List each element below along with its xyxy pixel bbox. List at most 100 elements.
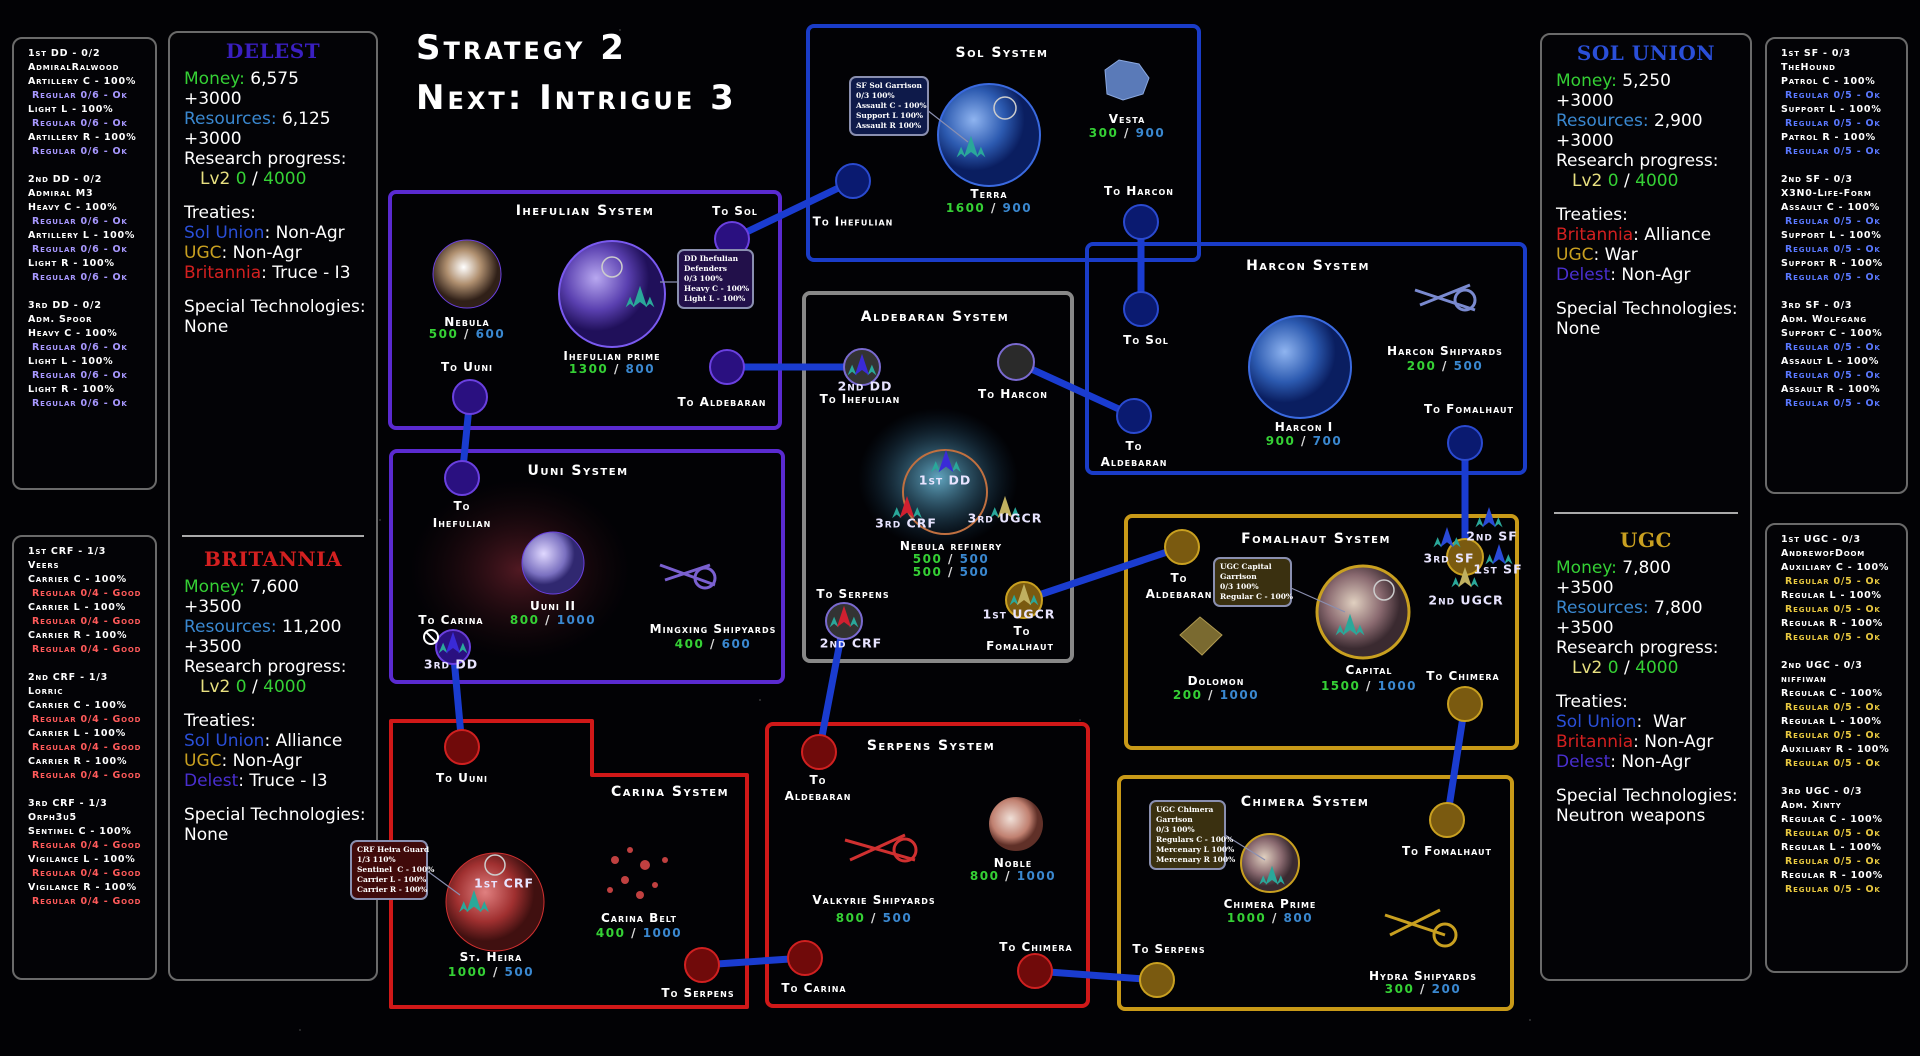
tooltip-line: Light L - 100% <box>684 294 746 303</box>
resource-yield: 500 <box>1453 359 1484 373</box>
jump-node-harcon-to-aldebaran[interactable] <box>1116 398 1152 434</box>
jump-node-serpens-to-carina[interactable] <box>787 940 823 976</box>
jump-node-ihefulian-to-aldebaran[interactable] <box>709 349 745 385</box>
ship-name: Assault R - 100% <box>1781 384 1881 395</box>
fleet-label-2nd-ugcr[interactable]: 2nd UGCR <box>1428 592 1504 608</box>
fomalhaut-to-aldebaran-label-2[interactable]: Aldebaran <box>1145 587 1213 601</box>
carina-to-uuni-label[interactable]: To Uuni <box>435 771 489 785</box>
fleet-label-3rd-crf[interactable]: 3rd CRF <box>875 515 937 531</box>
carina-to-serpens-label[interactable]: To Serpens <box>661 986 735 1000</box>
treaties-label: Treaties: <box>184 203 256 223</box>
jump-node-chimera-to-serpens[interactable] <box>1139 962 1175 998</box>
ihefulian-to-uuni-label[interactable]: To Uuni <box>440 360 494 374</box>
aldebaran-to-fomalhaut-label-2[interactable]: Fomalhaut <box>986 639 1054 653</box>
serpens-to-aldebaran-label-2[interactable]: Aldebaran <box>784 789 852 803</box>
money-yield: 1600 <box>945 201 986 215</box>
tooltip-line: Mercenary L 100% <box>1156 845 1235 854</box>
research-level: Lv2 <box>200 677 231 697</box>
serpens-to-chimera-label[interactable]: To Chimera <box>999 940 1073 954</box>
jump-node-harcon-to-fomalhaut[interactable] <box>1447 425 1483 461</box>
hydra-shipyards-icon[interactable] <box>1384 908 1458 948</box>
jump-node-sol-to-ihefulian[interactable] <box>835 163 871 199</box>
fleet-label-1st-crf[interactable]: 1st CRF <box>473 875 535 891</box>
planet-terra[interactable] <box>937 83 1041 187</box>
planet-chimera-prime[interactable] <box>1240 833 1300 893</box>
fomalhaut-to-chimera-label[interactable]: To Chimera <box>1426 669 1500 683</box>
planet-uuni-ii[interactable] <box>521 531 585 595</box>
uuni-to-ihefulian-label-2[interactable]: Ihefulian <box>432 516 492 530</box>
jump-node-carina-to-serpens[interactable] <box>684 947 720 983</box>
jump-node-sol-to-harcon[interactable] <box>1123 204 1159 240</box>
ship-status: Regular 0/4 - Good <box>32 714 142 725</box>
asteroid-dolomon[interactable] <box>1179 616 1223 656</box>
jump-node-ihefulian-to-uuni[interactable] <box>452 379 488 415</box>
asteroid-carina-belt[interactable] <box>607 847 668 899</box>
uuni-to-carina-label[interactable]: To Carina <box>418 613 484 627</box>
planet-st-heira[interactable] <box>445 852 545 952</box>
fleet-label-3rd-sf[interactable]: 3rd SF <box>1423 550 1475 566</box>
fleet-admiral: Orph3u5 <box>28 812 77 823</box>
planet-capital[interactable] <box>1315 564 1411 660</box>
jump-node-carina-to-uuni[interactable] <box>444 729 480 765</box>
tooltip-line: UGC Chimera <box>1156 805 1214 814</box>
fleet-label-3rd-dd[interactable]: 3rd DD <box>423 656 479 672</box>
jump-node-fomalhaut-to-chimera[interactable] <box>1447 686 1483 722</box>
sol-to-ihefulian-label[interactable]: To Ihefulian <box>812 214 894 229</box>
jump-node-aldebaran-to-harcon[interactable] <box>997 343 1035 381</box>
aldebaran-to-fomalhaut-label-1[interactable]: To <box>1013 624 1031 638</box>
special-tech-value: None <box>184 317 229 337</box>
fomalhaut-to-aldebaran-label-1[interactable]: To <box>1170 571 1188 585</box>
harcon-to-fomalhaut-label[interactable]: To Fomalhaut <box>1423 402 1515 416</box>
chimera-to-serpens-label[interactable]: To Serpens <box>1132 942 1206 956</box>
ihefulian-to-aldebaran-label[interactable]: To Aldebaran <box>677 395 767 409</box>
serpens-to-carina-label[interactable]: To Carina <box>781 981 847 995</box>
money-value: 5,250 <box>1622 71 1671 91</box>
planet-ihefulian-prime[interactable] <box>558 240 666 348</box>
treaty-status: : Alliance <box>1633 225 1712 245</box>
tooltip-connector <box>425 869 461 896</box>
planet-harcon-i[interactable] <box>1248 315 1352 419</box>
ship-status: Regular 0/5 - Ok <box>1785 370 1881 381</box>
aldebaran-to-harcon-label[interactable]: To Harcon <box>978 387 1048 401</box>
fleet-label-1st-dd[interactable]: 1st DD <box>918 472 972 488</box>
fleet-icon-2nd-sf[interactable] <box>1475 506 1503 528</box>
harcon-to-sol-label[interactable]: To Sol <box>1123 333 1169 347</box>
fleet-label-3rd-ugcr[interactable]: 3rd UGCR <box>967 510 1043 526</box>
planet-noble[interactable] <box>989 797 1043 851</box>
fleet-label-2nd-dd[interactable]: 2nd DD <box>837 378 893 394</box>
uuni-to-ihefulian-label-1[interactable]: To <box>453 499 471 513</box>
fleet-label-2nd-sf[interactable]: 2nd SF <box>1466 528 1518 544</box>
aldebaran-to-serpens-label[interactable]: To Serpens <box>816 587 890 601</box>
fleet-label-1st-ugcr[interactable]: 1st UGCR <box>982 606 1056 622</box>
aldebaran-to-ihefulian-label[interactable]: To Ihefulian <box>819 392 901 406</box>
harcon-shipyards-icon[interactable] <box>1414 283 1477 312</box>
jump-node-serpens-to-aldebaran[interactable] <box>801 734 837 770</box>
treaty-faction: UGC <box>184 243 222 263</box>
planet-nebula[interactable] <box>432 239 502 309</box>
nebula-values: 500 / 600 <box>429 327 505 341</box>
resources-row: Resources: 6,125 <box>184 109 376 129</box>
jump-node-serpens-to-chimera[interactable] <box>1017 953 1053 989</box>
jump-node-fomalhaut-to-aldebaran[interactable] <box>1164 529 1200 565</box>
fleet-label-2nd-crf[interactable]: 2nd CRF <box>819 635 883 651</box>
ihefulian-to-sol-label[interactable]: To Sol <box>712 204 758 218</box>
treaty-status: : Truce - I3 <box>238 771 328 791</box>
mingxing-shipyards-icon[interactable] <box>659 563 717 590</box>
ship-status: Regular 0/5 - Ok <box>1785 856 1881 867</box>
chimera-system <box>1117 775 1514 1011</box>
fleet-label-1st-sf[interactable]: 1st SF <box>1473 561 1523 577</box>
serpens-to-aldebaran-label-1[interactable]: To <box>809 773 827 787</box>
resources-row: Resources: 2,900 <box>1556 111 1750 131</box>
serpens-system-title: Serpens System <box>866 738 996 754</box>
asteroid-vesta[interactable] <box>1104 59 1150 101</box>
valkyrie-shipyards-icon[interactable] <box>844 833 918 863</box>
ship-status: Regular 0/4 - Good <box>32 896 142 907</box>
sol-to-harcon-label[interactable]: To Harcon <box>1104 184 1174 198</box>
harcon-to-aldebaran-label-1[interactable]: To <box>1125 439 1143 453</box>
jump-node-chimera-to-fomalhaut[interactable] <box>1429 802 1465 838</box>
chimera-to-fomalhaut-label[interactable]: To Fomalhaut <box>1401 844 1493 858</box>
harcon-to-aldebaran-label-2[interactable]: Aldebaran <box>1100 455 1168 469</box>
carina-belt-values: 400 / 1000 <box>596 926 682 940</box>
jump-node-harcon-to-sol[interactable] <box>1123 291 1159 327</box>
